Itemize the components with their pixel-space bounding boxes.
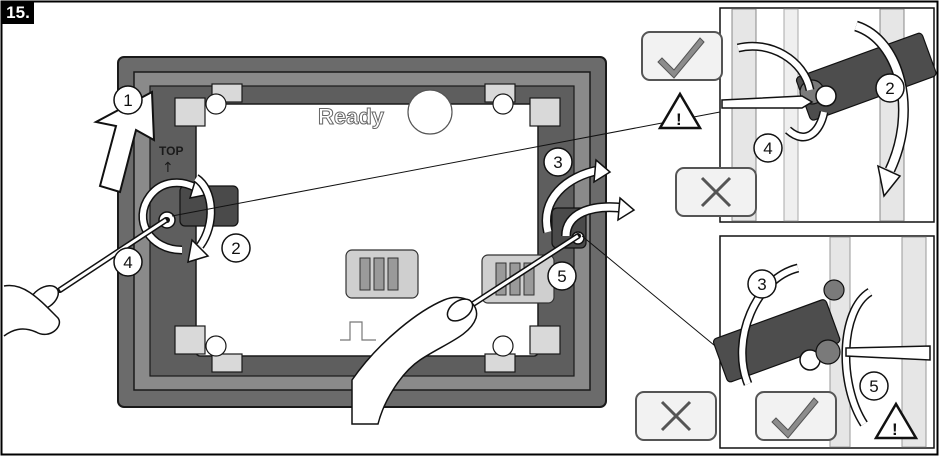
callout-5: 5 [557,267,566,286]
leader-line-top [171,111,721,217]
screwdriver-right [351,233,581,425]
top-detail-panel: ! [641,7,937,223]
cross-icon [660,400,692,432]
check-icon [657,37,705,79]
callout-1: 1 [123,91,132,110]
check-icon [771,397,819,439]
svg-text:!: ! [676,110,682,129]
warning-triangle-icon [657,91,703,130]
frame-ready-label: Ready [318,104,385,129]
leader-line-bottom [581,235,721,351]
warning-triangle-icon [873,401,919,440]
callout-top-inset-2: 2 [885,79,894,98]
bottom-detail-panel: ! [635,235,935,449]
cross-icon [700,176,732,208]
screwdriver-left [3,217,169,337]
callout-bottom-inset-5: 5 [869,377,878,396]
callout-2: 2 [231,239,240,258]
callout-bottom-inset-3: 3 [757,275,766,294]
top-arrow-glyph: ↑ [162,160,174,176]
callout-3: 3 [553,153,562,172]
callout-top-inset-4: 4 [763,139,772,158]
correct-box-bottom [755,391,837,441]
step-number-badge: 15. [2,2,34,24]
svg-text:!: ! [892,420,898,439]
callout-4: 4 [123,253,132,272]
top-label: TOP [159,144,183,158]
lift-arrow [93,90,156,194]
mounting-frame [117,56,607,408]
correct-box-top [641,31,723,81]
